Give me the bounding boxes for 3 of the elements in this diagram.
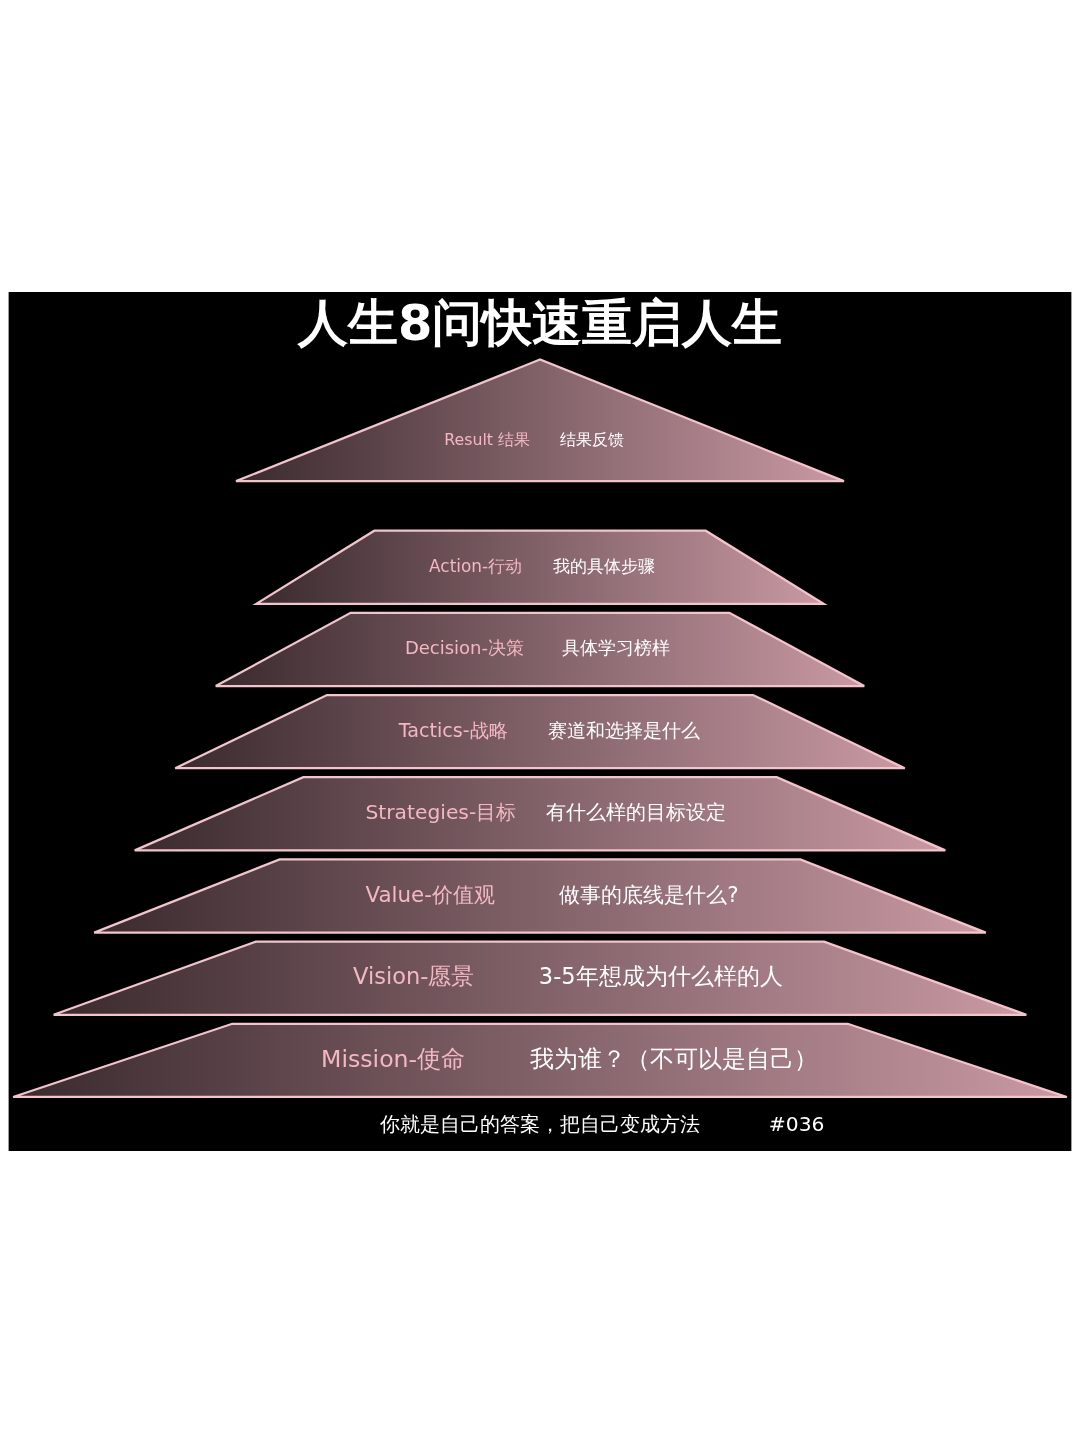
label: #036 [768,1112,825,1137]
diagram-title: 人生8问快速重启人生 [297,293,783,352]
label: 你就是自己的答案，把自己变成方法 [380,1112,700,1137]
